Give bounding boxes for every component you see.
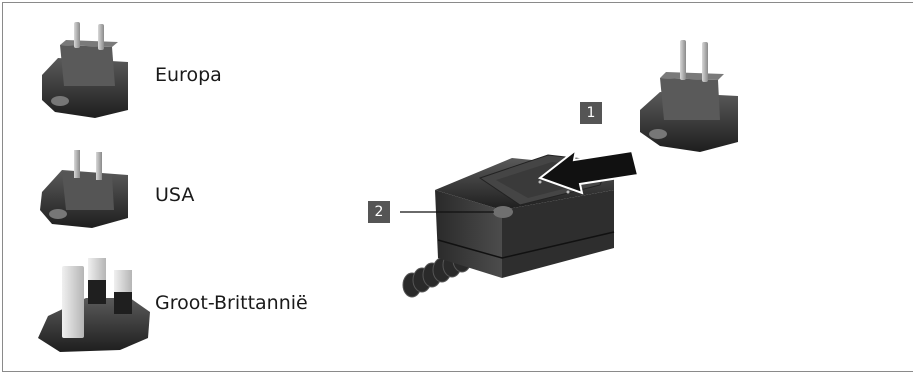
- label-uk: Groot-Brittannië: [155, 292, 308, 314]
- label-europe: Europa: [155, 64, 222, 86]
- eu-plug-insert-icon: [640, 40, 738, 152]
- label-usa: USA: [155, 184, 195, 206]
- uk-plug-icon: [38, 258, 150, 352]
- us-plug-icon: [40, 150, 128, 228]
- callout-1-badge: 1: [580, 102, 602, 124]
- callout-2-badge: 2: [368, 201, 390, 223]
- insert-arrow-icon: [537, 147, 640, 195]
- eu-plug-icon: [42, 22, 128, 118]
